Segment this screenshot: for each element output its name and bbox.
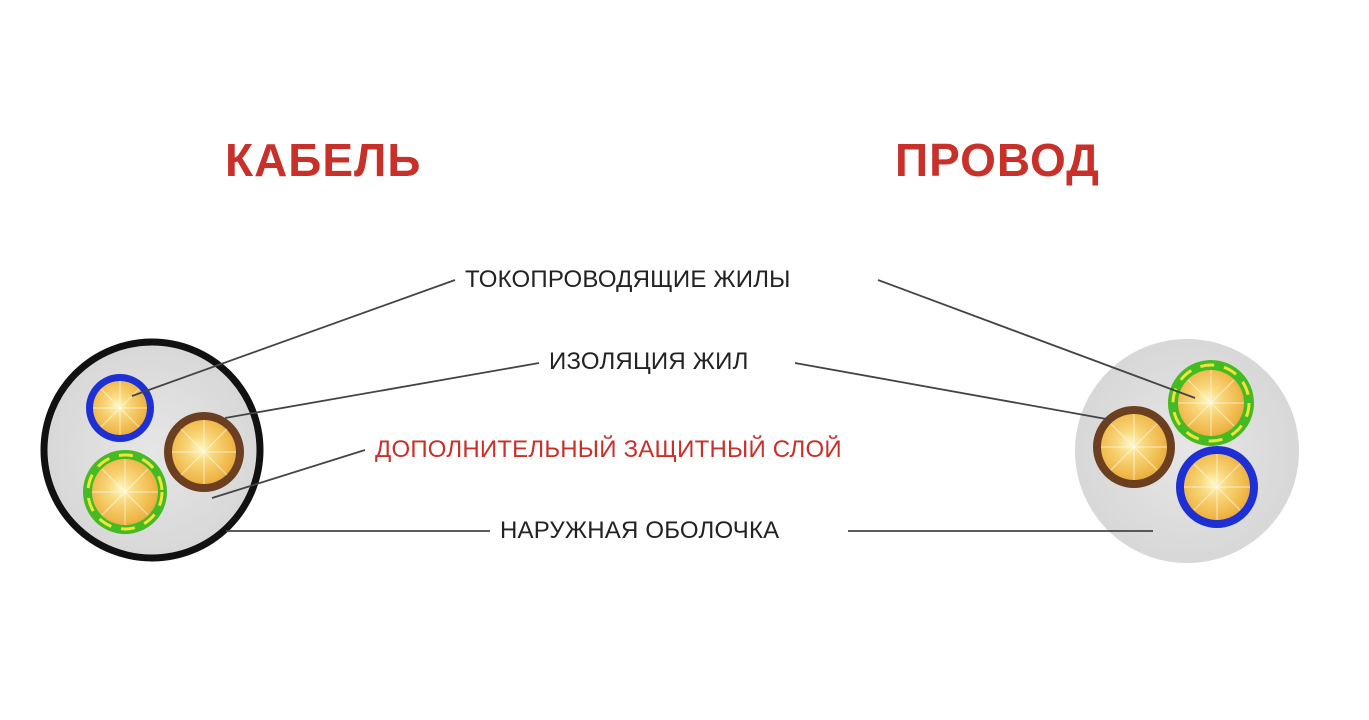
label-outer-sheath: НАРУЖНАЯ ОБОЛОЧКА (500, 517, 780, 544)
wire-core-blue (1176, 446, 1258, 528)
cable-core-green (83, 450, 167, 534)
leader-lines (131, 279, 1196, 532)
leader-insulation-right (794, 362, 1113, 421)
wire-core-green (1168, 360, 1254, 446)
wire-title: ПРОВОД (895, 134, 1100, 186)
cable-core-brown (164, 412, 244, 492)
leader-protective (211, 449, 366, 499)
label-protective-layer: ДОПОЛНИТЕЛЬНЫЙ ЗАЩИТНЫЙ СЛОЙ (375, 436, 842, 463)
leader-conductors-right (877, 279, 1196, 399)
label-conductors: ТОКОПРОВОДЯЩИЕ ЖИЛЫ (465, 266, 791, 293)
cable-cross-section (40, 338, 264, 562)
cable-title: КАБЕЛЬ (225, 134, 422, 186)
leader-conductors-left (131, 279, 456, 397)
cable-core-blue (86, 374, 154, 442)
wire-cross-section (1075, 339, 1299, 563)
leader-insulation-left (224, 362, 540, 419)
label-insulation: ИЗОЛЯЦИЯ ЖИЛ (549, 348, 749, 375)
wire-core-brown (1093, 406, 1175, 488)
